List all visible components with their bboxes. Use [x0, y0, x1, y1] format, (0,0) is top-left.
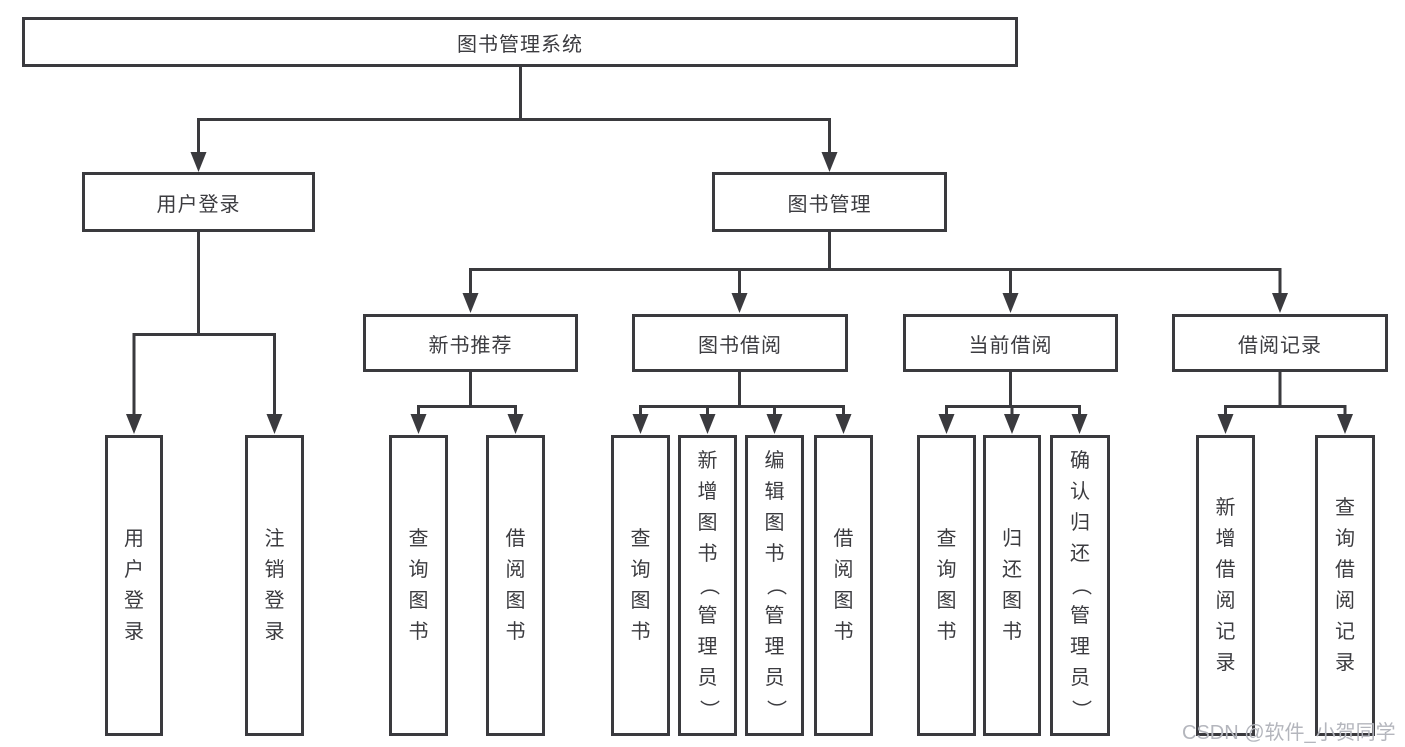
arrowhead	[507, 414, 524, 434]
leaf-query-borrow-record-label: 查询借阅记录	[1335, 496, 1355, 674]
leaf-borrow-book-1-label: 借阅图书	[505, 527, 526, 643]
leaf-query-book-1: 查询图书	[389, 435, 448, 736]
arrowhead	[1337, 414, 1353, 434]
arrowhead	[632, 414, 649, 434]
node-new-book-recommend-label: 新书推荐	[428, 334, 513, 357]
user-login-subtree-connector	[126, 231, 283, 434]
node-book-mgmt-label: 图书管理	[787, 193, 872, 216]
arrowhead	[1002, 293, 1019, 313]
leaf-edit-book-admin-label: 编辑图书（管理员）	[764, 450, 786, 720]
node-current-borrow: 当前借阅	[903, 314, 1118, 372]
csdn-watermark: CSDN @软件_小贺同学	[1182, 722, 1396, 744]
node-borrow-record: 借阅记录	[1172, 314, 1388, 372]
leaf-borrow-book-2-label: 借阅图书	[833, 527, 854, 643]
arrowhead	[1004, 414, 1020, 434]
leaf-query-book-2: 查询图书	[611, 435, 670, 736]
current-borrow-subtree-connector	[938, 371, 1088, 434]
leaf-add-borrow-record: 新增借阅记录	[1196, 435, 1255, 736]
leaf-user-login-label: 用户登录	[124, 527, 144, 643]
leaf-user-login: 用户登录	[105, 435, 163, 736]
arrowhead	[821, 152, 838, 172]
leaf-query-book-3-label: 查询图书	[936, 527, 957, 643]
node-root: 图书管理系统	[22, 17, 1018, 67]
root-to-level2-connector	[190, 67, 838, 172]
borrow-record-subtree-connector	[1217, 371, 1353, 434]
node-current-borrow-label: 当前借阅	[968, 334, 1053, 357]
leaf-borrow-book-1: 借阅图书	[486, 435, 545, 736]
leaf-add-book-admin-label: 新增图书（管理员）	[697, 450, 719, 720]
leaf-borrow-book-2: 借阅图书	[814, 435, 873, 736]
leaf-query-book-1-label: 查询图书	[408, 527, 429, 643]
leaf-edit-book-admin: 编辑图书（管理员）	[745, 435, 804, 736]
leaf-query-borrow-record: 查询借阅记录	[1315, 435, 1375, 736]
leaf-query-book-2-label: 查询图书	[630, 527, 651, 643]
leaf-confirm-return-admin: 确认归还（管理员）	[1050, 435, 1110, 736]
node-book-borrow-label: 图书借阅	[698, 334, 782, 357]
node-book-borrow: 图书借阅	[632, 314, 848, 372]
arrowhead	[266, 414, 283, 434]
node-book-mgmt: 图书管理	[712, 172, 947, 232]
arrowhead	[731, 293, 748, 313]
arrowhead	[835, 414, 852, 434]
node-user-login-label: 用户登录	[156, 193, 241, 216]
leaf-confirm-return-admin-label: 确认归还（管理员）	[1069, 450, 1092, 720]
arrowhead	[938, 414, 955, 434]
leaf-add-book-admin: 新增图书（管理员）	[678, 435, 737, 736]
leaf-add-borrow-record-label: 新增借阅记录	[1215, 496, 1236, 674]
book-mgmt-to-level3-connector	[462, 231, 1288, 313]
arrowhead	[766, 414, 783, 434]
arrowhead	[1071, 414, 1088, 434]
new-book-subtree-connector	[410, 371, 524, 434]
node-new-book-recommend: 新书推荐	[363, 314, 578, 372]
node-root-label: 图书管理系统	[457, 33, 583, 56]
node-borrow-record-label: 借阅记录	[1238, 334, 1322, 357]
book-borrow-subtree-connector	[632, 371, 852, 434]
leaf-query-book-3: 查询图书	[917, 435, 976, 736]
arrowhead	[462, 293, 479, 313]
leaf-logout: 注销登录	[245, 435, 304, 736]
arrowhead	[410, 414, 427, 434]
arrowhead	[190, 152, 207, 172]
arrowhead	[1217, 414, 1234, 434]
leaf-return-book: 归还图书	[983, 435, 1041, 736]
arrowhead	[126, 414, 142, 434]
leaf-return-book-label: 归还图书	[1002, 527, 1022, 643]
arrowhead	[1272, 293, 1288, 313]
arrowhead	[699, 414, 716, 434]
node-user-login: 用户登录	[82, 172, 315, 232]
leaf-logout-label: 注销登录	[264, 527, 285, 643]
